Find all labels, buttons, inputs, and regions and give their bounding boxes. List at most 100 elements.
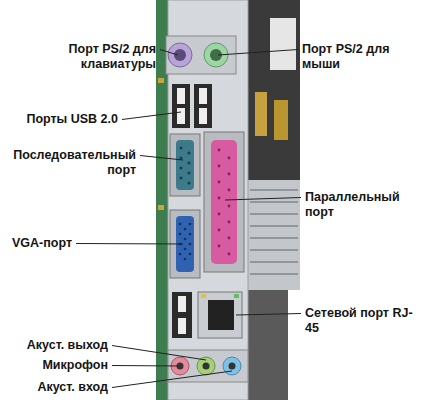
fin	[250, 273, 298, 275]
pin	[189, 253, 192, 256]
label-box: Порт PS/2 для мыши	[302, 42, 412, 72]
port-label: Последовательный порт	[2, 148, 136, 178]
rj45-port	[198, 292, 242, 338]
pin	[228, 253, 231, 256]
pin	[228, 237, 231, 240]
pin	[184, 238, 187, 241]
board-component	[270, 18, 296, 70]
leader-line	[76, 243, 183, 245]
pin	[184, 248, 187, 251]
leader-line	[122, 112, 181, 120]
label-box: Микрофон	[10, 358, 108, 373]
label-box: Акуст. выход	[10, 338, 108, 353]
port-label: Порт PS/2 для клавиатуры	[48, 42, 156, 72]
pcb-component	[158, 205, 164, 210]
pin	[180, 157, 183, 160]
board-area	[248, 0, 300, 180]
port-label: VGA-порт	[2, 236, 72, 251]
pin	[189, 243, 192, 246]
pin	[218, 165, 221, 168]
pins	[218, 149, 231, 256]
leader-line	[112, 371, 232, 388]
port-label: Порт PS/2 для мыши	[302, 42, 412, 72]
leader-line	[218, 50, 298, 56]
pins	[179, 223, 192, 261]
pcb-component	[158, 78, 164, 83]
jack-hole	[229, 363, 236, 370]
label-box: Параллельный порт	[305, 190, 415, 220]
pin	[228, 221, 231, 224]
fin	[250, 213, 298, 215]
led	[234, 294, 239, 298]
fin	[250, 189, 298, 191]
pin	[180, 147, 183, 150]
pin	[228, 189, 231, 192]
leader-line	[225, 198, 301, 201]
label-box: Последовательный порт	[2, 148, 136, 178]
serial-shell	[170, 134, 200, 196]
usb-slot	[199, 108, 207, 124]
capacitor	[255, 92, 267, 136]
pin	[188, 162, 191, 165]
usb-slot	[177, 108, 185, 124]
label-box: Порты USB 2.0	[10, 112, 118, 127]
port-label: Микрофон	[10, 358, 108, 373]
jack-hole	[203, 363, 210, 370]
pin	[180, 177, 183, 180]
pin	[180, 167, 183, 170]
port-label: Порты USB 2.0	[10, 112, 118, 127]
pin	[188, 182, 191, 185]
pin	[218, 149, 221, 152]
port-label: Сетевой порт RJ-45	[305, 306, 415, 336]
pin	[179, 223, 182, 226]
pin	[179, 253, 182, 256]
pin	[184, 258, 187, 261]
pin	[218, 213, 221, 216]
leader-line	[140, 156, 183, 161]
usb-slot	[177, 88, 185, 104]
board-area	[248, 290, 288, 400]
port-label: Акуст. вход	[10, 380, 108, 395]
pin	[188, 172, 191, 175]
led	[201, 294, 206, 298]
leader-line	[236, 314, 301, 316]
pin	[218, 181, 221, 184]
fin	[250, 201, 298, 203]
usb-slot	[178, 318, 186, 334]
audio-frame	[168, 350, 248, 382]
usb-port	[172, 292, 192, 338]
pin	[189, 233, 192, 236]
heatsink-fins	[250, 190, 298, 274]
pin	[218, 197, 221, 200]
fin	[250, 225, 298, 227]
parallel-port	[211, 140, 237, 264]
pin	[179, 233, 182, 236]
serial-port	[176, 140, 194, 190]
pin	[228, 157, 231, 160]
pin	[188, 152, 191, 155]
pin	[228, 205, 231, 208]
pin	[184, 228, 187, 231]
ps2-keyboard-port	[168, 43, 192, 67]
leader-line	[160, 50, 178, 56]
pins	[180, 147, 191, 185]
usb-slot	[199, 88, 207, 104]
usb-slot	[178, 296, 186, 312]
pin	[218, 229, 221, 232]
fin	[250, 237, 298, 239]
ps2-socket	[174, 49, 186, 61]
label-box: VGA-порт	[2, 236, 72, 251]
leader-line	[112, 365, 178, 367]
usb-port	[194, 84, 212, 128]
pin	[218, 245, 221, 248]
heatsink	[248, 180, 300, 290]
label-box: Сетевой порт RJ-45	[305, 306, 415, 336]
fin	[250, 261, 298, 263]
leader-line	[112, 346, 206, 361]
usb-port	[172, 84, 190, 128]
pin	[189, 223, 192, 226]
port-label: Акуст. выход	[10, 338, 108, 353]
capacitor	[274, 100, 288, 140]
pin	[228, 173, 231, 176]
port-label: Параллельный порт	[305, 190, 415, 220]
